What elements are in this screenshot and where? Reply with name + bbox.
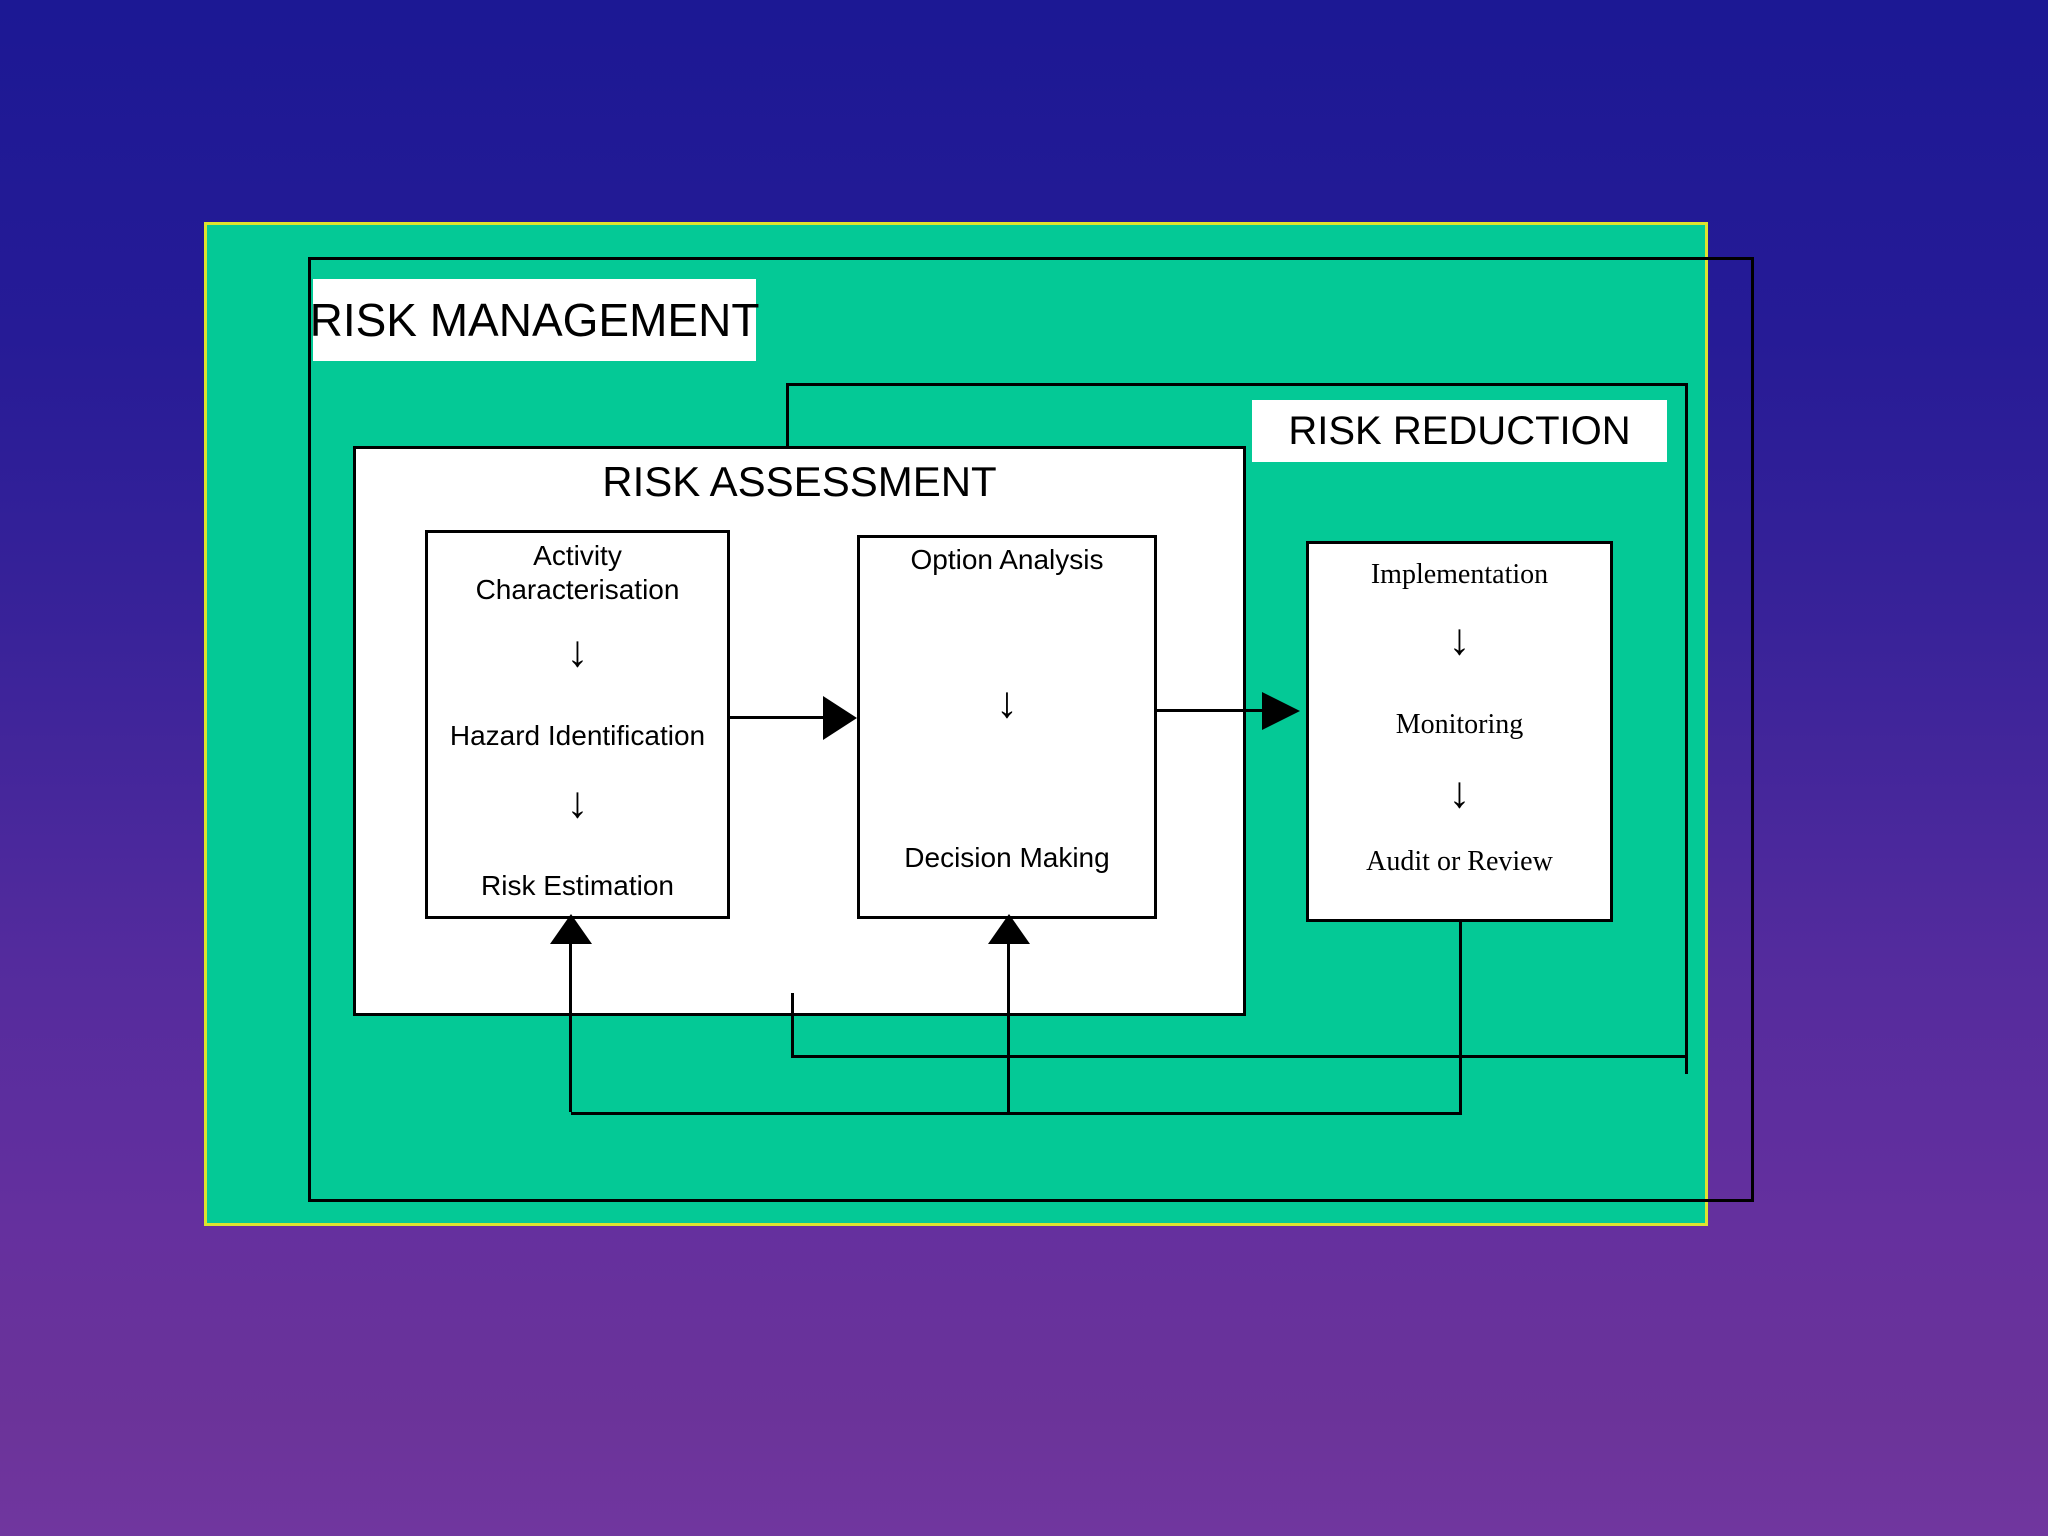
risk-management-title: RISK MANAGEMENT — [310, 279, 759, 361]
step-risk-estimation: Risk Estimation — [481, 870, 674, 901]
top-connector-drop-left — [786, 383, 789, 446]
risk-assessment-title: RISK ASSESSMENT — [602, 458, 997, 505]
feedback-stub-line — [791, 993, 794, 1055]
step-audit-or-review: Audit or Review — [1366, 846, 1553, 877]
down-arrow-icon: ↓ — [566, 778, 589, 827]
risk-reduction-title: RISK REDUCTION — [1252, 400, 1667, 462]
arrowhead-up-icon — [550, 914, 592, 944]
step-monitoring: Monitoring — [1395, 709, 1524, 740]
risk-management-outline — [308, 257, 1754, 1202]
step-decision-making: Decision Making — [904, 842, 1110, 873]
risk-management-title-text: RISK MANAGEMENT — [309, 294, 760, 346]
step-activity-line2: Characterisation — [475, 574, 680, 605]
step-option-analysis: Option Analysis — [910, 544, 1104, 575]
arrow-box2-box3-line — [1157, 709, 1262, 712]
feedback-up-line-box2 — [1007, 942, 1010, 1112]
risk-reduction-title-text: RISK REDUCTION — [1288, 408, 1631, 453]
top-connector-line — [786, 383, 1685, 386]
down-arrow-icon: ↓ — [1448, 768, 1471, 817]
implementation-box: Implementation ↓ Monitoring ↓ Audit or R… — [1306, 541, 1613, 922]
step-activity-line1: Activity — [533, 540, 622, 571]
arrow-box1-box2-line — [730, 716, 823, 719]
arrowhead-up-icon — [988, 914, 1030, 944]
right-feedback-line — [1685, 383, 1688, 1074]
step-implementation: Implementation — [1370, 559, 1549, 590]
feedback-up-line-box1 — [569, 942, 572, 1112]
arrowhead-right-icon — [823, 696, 857, 740]
down-arrow-icon: ↓ — [566, 627, 589, 676]
step-hazard-identification: Hazard Identification — [449, 720, 706, 751]
option-analysis-box: Option Analysis ↓ Decision Making — [857, 535, 1157, 919]
feedback-bottom-line — [571, 1112, 1462, 1115]
arrowhead-right-icon — [1262, 692, 1300, 730]
box3-drop-line — [1459, 919, 1462, 1112]
down-arrow-icon: ↓ — [1448, 615, 1471, 664]
activity-characterisation-box: Activity Characterisation ↓ Hazard Ident… — [425, 530, 730, 919]
feedback-mid-line — [791, 1055, 1688, 1058]
down-arrow-icon: ↓ — [996, 678, 1018, 727]
